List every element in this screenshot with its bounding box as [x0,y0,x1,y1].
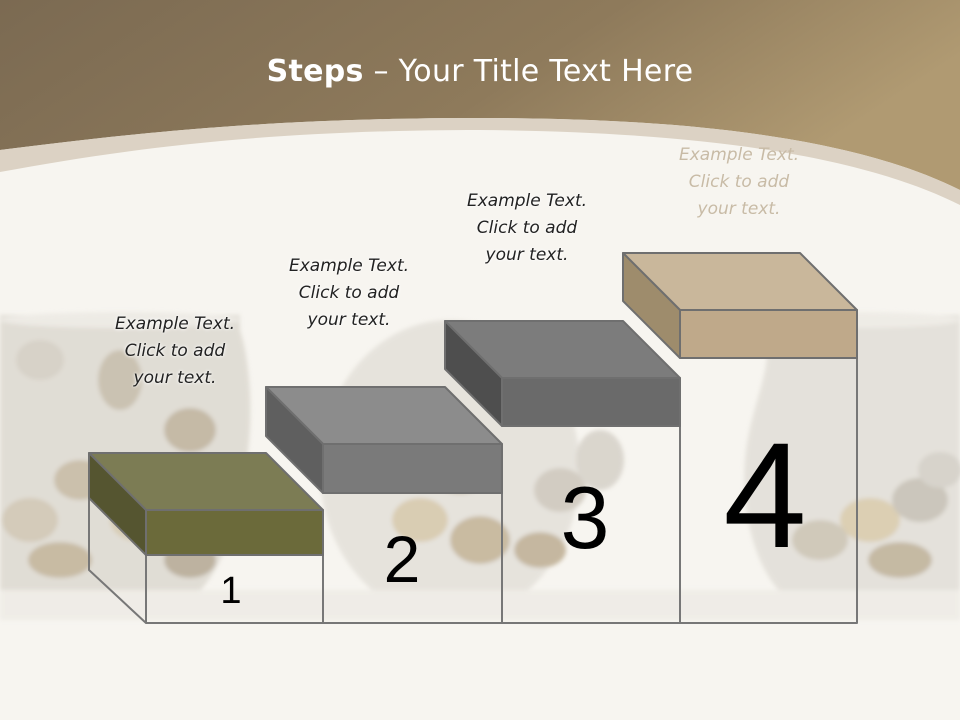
step-4-block-front [679,309,858,359]
step-1-block-front [145,509,324,556]
caption-line: your text. [307,310,391,330]
caption-line: Example Text. [678,145,800,165]
caption-line: Click to add [298,283,400,303]
step-2-caption[interactable]: Example Text. Click to add your text. [264,253,434,334]
step-4-caption[interactable]: Example Text. Click to add your text. [654,142,824,223]
caption-line: Click to add [476,218,578,238]
title-bold: Steps [266,54,364,89]
step-2-number[interactable]: 2 [383,522,421,596]
slide-title[interactable]: Steps – Your Title Text Here [0,54,960,89]
step-2-block-front [322,443,503,494]
caption-line: your text. [485,245,569,265]
caption-line: Example Text. [114,314,236,334]
step-3-block-front [501,377,681,427]
caption-line: your text. [133,368,217,388]
header-swoosh [0,118,960,205]
step-4-number[interactable]: 4 [723,411,807,579]
header-band [0,0,960,190]
title-text: – Your Title Text Here [363,54,694,89]
caption-line: Example Text. [466,191,588,211]
step-4-frame [680,358,858,624]
step-1-caption[interactable]: Example Text. Click to add your text. [90,311,260,392]
caption-line: Click to add [688,172,790,192]
caption-line: Click to add [124,341,226,361]
step-1-number[interactable]: 1 [220,570,242,612]
caption-line: your text. [697,199,781,219]
caption-line: Example Text. [288,256,410,276]
step-3-number[interactable]: 3 [560,468,610,567]
step-3-caption[interactable]: Example Text. Click to add your text. [442,188,612,269]
steps-diagram [88,252,858,624]
